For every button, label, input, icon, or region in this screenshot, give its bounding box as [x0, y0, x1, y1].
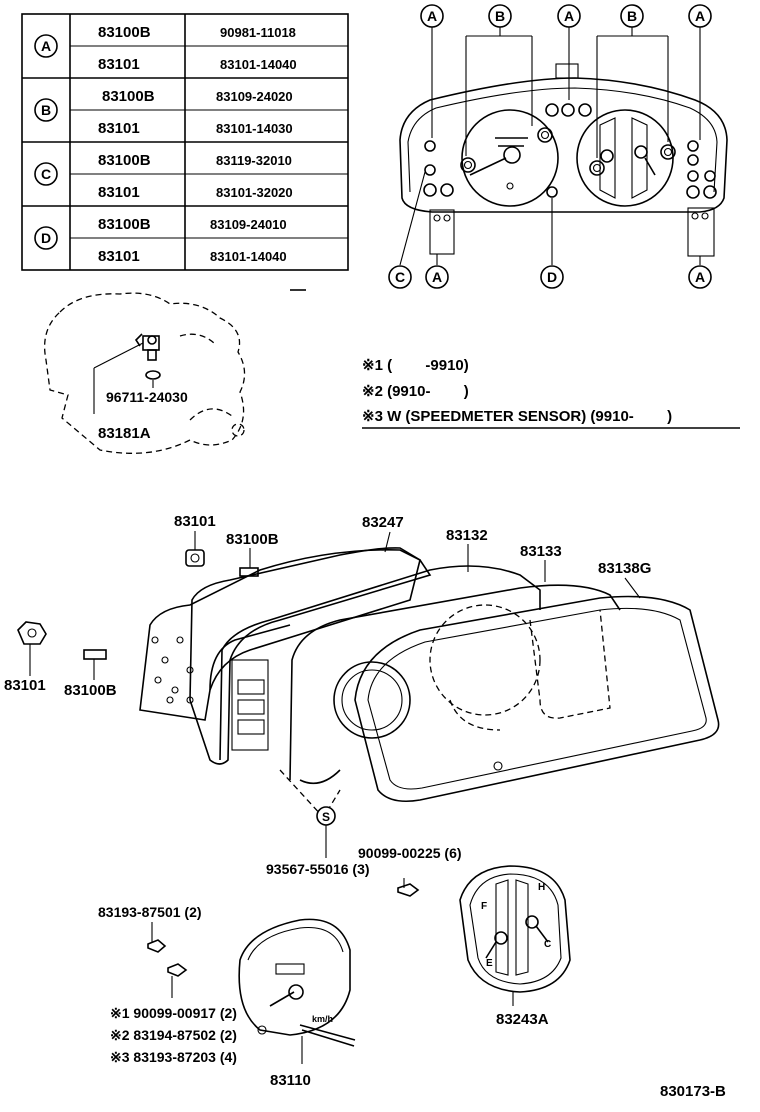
group-label-d: D	[41, 230, 51, 246]
group-circle-d	[34, 226, 58, 250]
speedometer-dial	[461, 109, 559, 207]
label-case: 83247	[362, 514, 404, 531]
group-label-a: A	[41, 38, 51, 54]
callout-label: C	[395, 269, 405, 285]
screw	[397, 883, 420, 897]
callout-a	[557, 4, 581, 28]
callout-a	[420, 4, 444, 28]
note-2: ※2 (9910- )	[362, 383, 469, 400]
ref-note-1: ※1 90099-00917 (2)	[110, 1005, 237, 1021]
callout-label: A	[695, 269, 705, 285]
callout-b	[488, 4, 512, 28]
table-number: 90981-11018	[220, 25, 296, 40]
group-label-b: B	[41, 102, 51, 118]
cluster-rear-view: A B A B A C A D A	[388, 4, 728, 289]
screw	[167, 963, 188, 977]
ref-note-3: ※3 83193-87203 (4)	[110, 1049, 237, 1065]
table-number: 83101-32020	[216, 185, 293, 200]
callout-label: B	[495, 8, 505, 24]
table-part: 83101	[98, 120, 140, 137]
table-part: 83100B	[98, 216, 151, 233]
bulb-left	[83, 649, 107, 660]
table-number: 83109-24020	[216, 89, 293, 104]
table-part: 83101	[98, 184, 140, 201]
label-screw-2a: 83193-87501 (2)	[98, 904, 202, 920]
table-number: 83109-24010	[210, 217, 287, 232]
label-gauge: 83243A	[496, 1011, 549, 1028]
callout-label: A	[695, 8, 705, 24]
table-number: 83101-14040	[220, 57, 297, 72]
table-part: 83100B	[98, 24, 151, 41]
callout-c	[388, 265, 412, 289]
bulb-table: A 83100B 90981-11018 83101 83101-14040 B…	[21, 13, 349, 271]
gauge-mark-e: E	[486, 958, 493, 969]
label-plate: 83132	[446, 527, 488, 544]
exploded-view: S km/h F E H C 83101 83	[4, 513, 720, 1089]
callout-b	[620, 4, 644, 28]
speed-sensor-assembly: 96711-24030 83181A	[43, 292, 246, 454]
sensor-label: 83181A	[98, 425, 151, 442]
table-part: 83100B	[98, 152, 151, 169]
callout-d	[540, 265, 564, 289]
screw	[147, 939, 167, 953]
socket-holes	[423, 63, 717, 199]
label-bulb-left: 83100B	[64, 682, 117, 699]
callout-label: B	[627, 8, 637, 24]
callout-a	[688, 4, 712, 28]
note-3: ※3 W (SPEEDMETER SENSOR) (9910- )	[362, 408, 672, 425]
callout-label: D	[547, 269, 557, 285]
gauge-dial	[576, 109, 674, 207]
figure-code: 830173-B	[660, 1083, 726, 1100]
callout-a	[425, 265, 449, 289]
label-speedometer: 83110	[270, 1072, 311, 1089]
ref-note-2: ※2 83194-87502 (2)	[110, 1027, 237, 1043]
label-screw-s: 93567-55016 (3)	[266, 861, 370, 877]
label-glass: 83138G	[598, 560, 651, 577]
sensor-part-number: 96711-24030	[106, 389, 188, 405]
label-bulb-socket-left: 83101	[4, 677, 46, 694]
gauge-mark-h: H	[538, 882, 545, 893]
callout-label: A	[564, 8, 574, 24]
callout-label: A	[427, 8, 437, 24]
note-1: ※1 ( -9910)	[362, 357, 469, 374]
gauge-mark-c: C	[544, 939, 551, 950]
label-screw-6: 90099-00225 (6)	[358, 845, 462, 861]
bulb-socket-top	[185, 549, 205, 567]
table-number: 83101-14040	[210, 249, 287, 264]
gauge-mark-f: F	[481, 901, 487, 912]
table-number: 83101-14030	[216, 121, 293, 136]
s-marker-label: S	[322, 810, 330, 824]
gauge-unit	[459, 865, 571, 993]
table-part: 83101	[98, 56, 140, 73]
speedo-unit-label: km/h	[312, 1014, 333, 1024]
speedometer-unit	[238, 918, 351, 1036]
table-part: 83101	[98, 248, 140, 265]
table-number: 83119-32010	[216, 153, 292, 168]
bulb-socket-left	[17, 621, 47, 645]
callout-label: A	[432, 269, 442, 285]
label-bulb-top: 83100B	[226, 531, 279, 548]
group-circle-c	[34, 162, 58, 186]
group-circle-b	[34, 98, 58, 122]
applicability-notes: ※1 ( -9910) ※2 (9910- ) ※3 W (SPEEDMETER…	[362, 357, 740, 429]
label-bulb-socket-top: 83101	[174, 513, 216, 530]
table-part: 83100B	[102, 88, 155, 105]
group-circle-a	[34, 34, 58, 58]
bulb-top	[239, 567, 259, 577]
group-label-c: C	[41, 166, 51, 182]
callout-a	[688, 265, 712, 289]
label-lens: 83133	[520, 543, 562, 560]
